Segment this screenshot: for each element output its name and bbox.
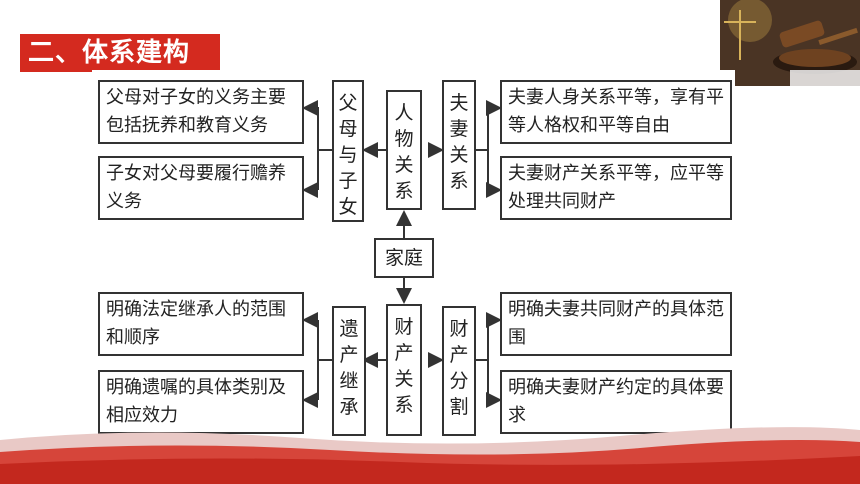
connector-lines xyxy=(302,100,502,408)
node-label: 财产分割 xyxy=(449,318,469,418)
node-family: 家庭 xyxy=(374,238,434,278)
item-box-child-duty: 子女对父母要履行赡养义务 xyxy=(98,156,304,220)
node-label: 遗产继承 xyxy=(339,318,359,418)
item-box-spouse-property: 夫妻财产关系平等，应平等处理共同财产 xyxy=(500,156,732,220)
node-spouse-relations: 夫妻关系 xyxy=(442,80,476,210)
knowledge-framework-diagram: 父母对子女的义务主要包括抚养和教育义务 子女对父母要履行赡养义务 父母与子女 人… xyxy=(92,70,735,445)
node-label: 财产关系 xyxy=(394,316,414,416)
node-property-relations: 财产关系 xyxy=(386,304,422,436)
item-box-legal-heirs: 明确法定继承人的范围和顺序 xyxy=(98,292,304,356)
item-box-spouse-personal: 夫妻人身关系平等，享有平等人格权和平等自由 xyxy=(500,80,732,144)
node-label: 人物关系 xyxy=(394,102,414,202)
section-title: 二、体系建构 xyxy=(20,34,220,72)
node-property-division: 财产分割 xyxy=(442,306,476,436)
node-parents-children: 父母与子女 xyxy=(332,80,364,222)
node-personal-relations: 人物关系 xyxy=(386,90,422,210)
gavel-photo xyxy=(720,0,860,86)
bottom-wave-decoration xyxy=(0,427,860,484)
item-box-property-agreement: 明确夫妻财产约定的具体要求 xyxy=(500,370,732,434)
item-box-parent-duty: 父母对子女的义务主要包括抚养和教育义务 xyxy=(98,80,304,144)
item-box-common-property: 明确夫妻共同财产的具体范围 xyxy=(500,292,732,356)
node-label: 父母与子女 xyxy=(338,92,358,218)
node-inheritance: 遗产继承 xyxy=(332,306,366,436)
item-box-will-types: 明确遗嘱的具体类别及相应效力 xyxy=(98,370,304,434)
node-label: 夫妻关系 xyxy=(449,92,469,192)
